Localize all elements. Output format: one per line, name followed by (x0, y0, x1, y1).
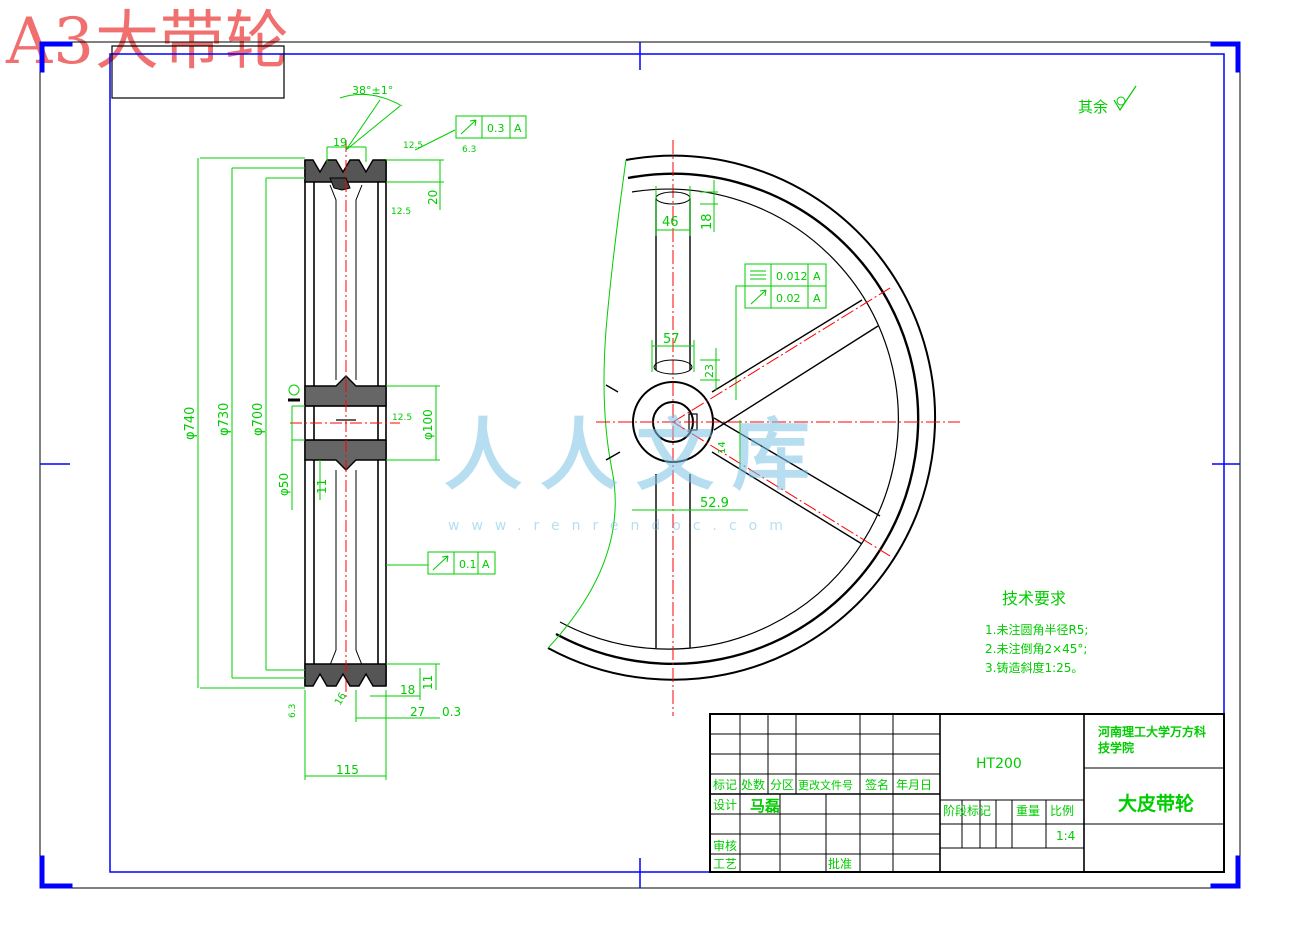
sym-tol-datum: A (813, 270, 821, 283)
dim-27-label: 27 (410, 705, 425, 719)
sym-tol-value: 0.012 (776, 270, 808, 283)
key-529-label: 52.9 (700, 496, 729, 511)
tol-runout-1-datum: A (514, 122, 522, 135)
d730-label: φ730 (217, 403, 232, 436)
school-line-2: 技学院 (1098, 740, 1134, 755)
row-process: 工艺 (713, 857, 737, 871)
rest-rough-label: 其余 (1078, 98, 1108, 116)
rough-top-label: 12.5 (403, 141, 423, 151)
col-change: 更改文件号 (798, 778, 853, 792)
section-view (290, 140, 400, 700)
hub-rough-label: 12.5 (392, 413, 412, 423)
scale-label: 比例 (1050, 804, 1074, 818)
designer-name: 马磊 (750, 797, 780, 815)
part-name-label: 大皮带轮 (1118, 792, 1194, 815)
tolerance-frames (427, 115, 827, 575)
center-ticks (40, 42, 1240, 888)
roughness-symbol (1113, 85, 1137, 112)
corner-marks (39, 41, 1241, 889)
stage-label: 阶段标记 (943, 803, 991, 818)
rough-63-top-label: 6.3 (462, 145, 476, 155)
tech-req-item-1: 1.未注圆角半径R5; (985, 622, 1088, 637)
groove-pitch-label: 19 (333, 136, 347, 149)
d740-label: φ740 (183, 407, 198, 440)
run-tol-value: 0.02 (776, 292, 801, 305)
weight-label: 重量 (1016, 804, 1040, 818)
run-tol-datum: A (813, 292, 821, 305)
material-label: HT200 (976, 756, 1022, 772)
tol-runout-2-value: 0.1 (459, 558, 477, 571)
break-line (547, 159, 627, 649)
rough-rim-label: 12.5 (391, 207, 411, 217)
watermark: 人人文库 www.renrendoc.com (444, 411, 828, 534)
tol-runout-1-value: 0.3 (487, 122, 505, 135)
col-date: 年月日 (896, 778, 932, 792)
front-dim-text: 46 18 57 23 52.9 14 0.012 A 0.02 A 其余 (662, 98, 1108, 511)
dim-20-label: 20 (426, 190, 440, 205)
d50-label: φ50 (277, 473, 291, 496)
d700-label: φ700 (251, 403, 266, 436)
tech-req-item-2: 2.未注倒角2×45°; (985, 641, 1087, 656)
col-zone: 分区 (770, 778, 794, 792)
watermark-text: 人人文库 (444, 411, 828, 501)
rough-63-bottom-label: 6.3 (288, 704, 298, 718)
dim-18-label: 18 (400, 683, 415, 697)
angle-label: 38°±1° (352, 84, 393, 97)
d100-label: φ100 (421, 409, 435, 440)
dim-27-tol: 0.3 (442, 705, 461, 719)
title-block-text: HT200 河南理工大学万方科 技学院 大皮带轮 标记 处数 分区 更改文件号 … (713, 724, 1206, 871)
dim-11b-label: 11 (421, 675, 435, 690)
title-box (111, 45, 285, 99)
row-check: 审核 (713, 838, 737, 853)
section-dimensions (197, 93, 456, 780)
datum-marker (288, 384, 300, 396)
dim-115-label: 115 (336, 763, 359, 777)
spoke-18-label: 18 (700, 213, 715, 230)
key-14-label: 14 (717, 441, 728, 454)
tech-req-item-3: 3.铸造斜度1:25。 (985, 660, 1083, 675)
scale-value: 1:4 (1056, 829, 1075, 843)
dim-11a-label: 11 (315, 479, 329, 494)
title-block (709, 713, 1225, 873)
school-line-1: 河南理工大学万方科 (1097, 724, 1206, 739)
inner-border (109, 53, 1225, 873)
col-count: 处数 (741, 777, 765, 792)
col-mark: 标记 (713, 778, 737, 792)
watermark-url: www.renrendoc.com (448, 518, 795, 534)
front-dimensions (632, 180, 748, 511)
col-sign: 签名 (865, 777, 889, 792)
row-approve: 批准 (828, 856, 852, 871)
dim-16-label: 16 (333, 691, 349, 708)
spoke-46-label: 46 (662, 215, 679, 230)
row-design: 设计 (713, 798, 737, 812)
tol-runout-2-datum: A (482, 558, 490, 571)
spoke-23-label: 23 (703, 364, 716, 378)
spoke-57-label: 57 (663, 332, 680, 347)
tech-req-title: 技术要求 (1002, 589, 1066, 608)
tech-requirements: 技术要求 1.未注圆角半径R5; 2.未注倒角2×45°; 3.铸造斜度1:25… (985, 589, 1088, 675)
